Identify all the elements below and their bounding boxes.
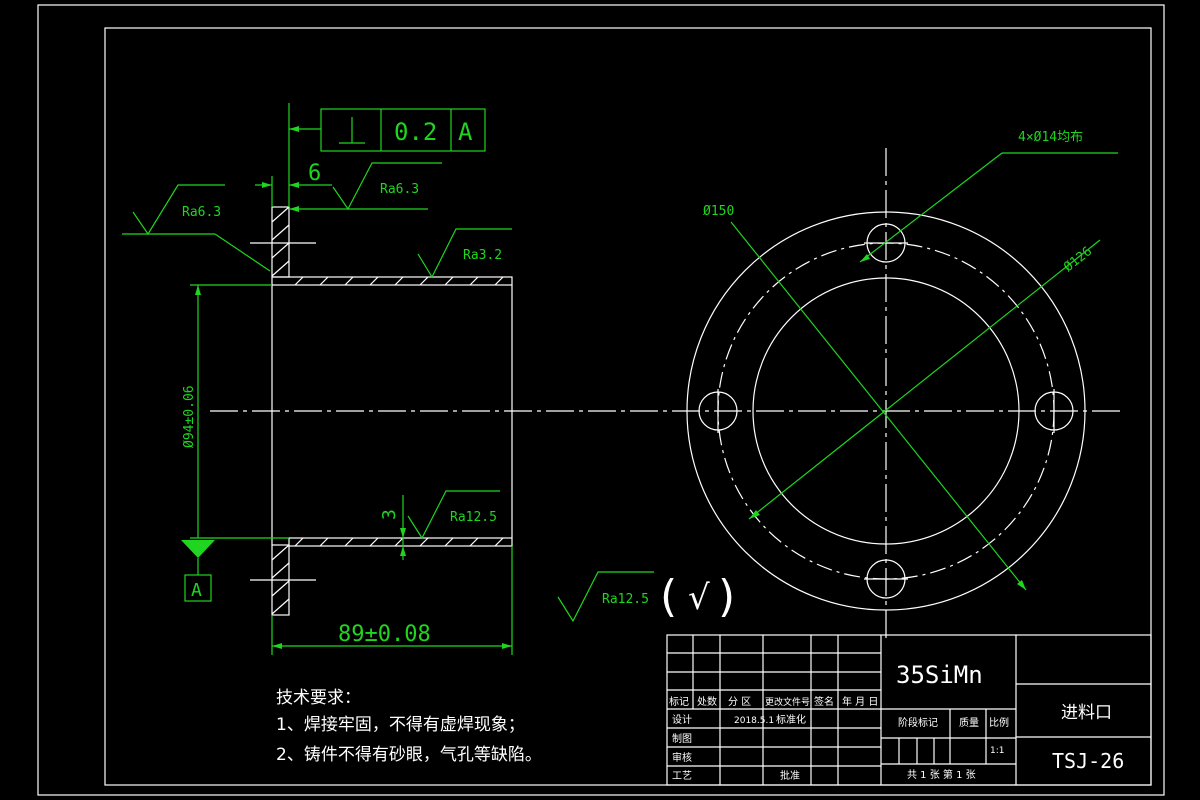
note-line-2: 2、铸件不得有砂眼，气孔等缺陷。 (276, 745, 542, 765)
section-dimensions: 0.2 A 6 Ra6.3 Ra6.3 Ra3.2 Ø94±0.06 A (122, 103, 513, 655)
ra-flange-top: Ra6.3 (380, 182, 419, 197)
svg-text:审核: 审核 (672, 751, 692, 764)
dim-wall-thickness: 3 (379, 509, 400, 520)
end-view-dimensions: 4×Ø14均布 Ø150 Ø126 (703, 130, 1118, 591)
flange-hatching (271, 206, 290, 615)
svg-text:2018.5.1: 2018.5.1 (734, 716, 774, 726)
roughness-symbol (407, 490, 500, 540)
drawing-number: TSJ-26 (1052, 749, 1124, 773)
flange-top (271, 206, 290, 278)
scale: 1:1 (990, 746, 1004, 756)
dim-length: 89±0.08 (338, 622, 431, 647)
inner-frame (104, 27, 1152, 786)
general-roughness: Ra12.5 ( √ ) (557, 571, 735, 623)
note-line-1: 1、焊接牢固，不得有虚焊现象； (276, 715, 525, 735)
dim-bolt-circle: Ø126 (1061, 244, 1095, 275)
section-view (210, 206, 1125, 616)
svg-text:批准: 批准 (780, 769, 800, 782)
svg-text:标准化: 标准化 (776, 713, 806, 726)
fcf-box (320, 108, 486, 152)
ra-tube-inner: Ra12.5 (450, 510, 497, 525)
svg-text:阶段标记: 阶段标记 (898, 716, 938, 729)
dim-holes: 4×Ø14均布 (1018, 130, 1083, 145)
datum-box (184, 574, 212, 602)
tube-wall-top (271, 276, 513, 286)
svg-text:分 区: 分 区 (728, 696, 751, 708)
svg-text:Ra12.5: Ra12.5 (602, 592, 649, 607)
svg-text:比例: 比例 (989, 716, 1009, 729)
end-view (686, 148, 1086, 640)
tube-wall-bottom (288, 537, 513, 547)
roughness-symbol (132, 184, 225, 236)
ra-tube-outer: Ra3.2 (463, 248, 502, 263)
roughness-symbol (332, 162, 442, 211)
title-block: 标记 处数 分 区 更改文件号 签名 年 月 日 设计 2018.5.1 标准化… (666, 634, 1152, 786)
roughness-symbol (557, 571, 654, 623)
svg-text:设计: 设计 (672, 713, 692, 726)
svg-text:标记: 标记 (669, 696, 689, 708)
ra-flange-left: Ra6.3 (182, 205, 221, 220)
svg-text:签名: 签名 (814, 695, 834, 708)
svg-text:): ) (718, 571, 735, 622)
svg-text:制图: 制图 (672, 732, 692, 745)
svg-text:处数: 处数 (697, 695, 717, 708)
svg-text:质量: 质量 (959, 717, 979, 729)
material: 35SiMn (896, 661, 983, 689)
svg-text:(: ( (660, 571, 677, 622)
roughness-symbol (417, 228, 512, 279)
fcf-datum: A (458, 118, 473, 146)
dim-bore-diameter: Ø94±0.06 (182, 385, 197, 448)
notes-title: 技术要求： (276, 688, 361, 708)
tube-hatching (294, 276, 504, 547)
fcf-tolerance: 0.2 (394, 118, 437, 146)
svg-text:共 1 张 第 1 张: 共 1 张 第 1 张 (907, 768, 976, 781)
svg-text:工艺: 工艺 (672, 770, 692, 782)
technical-notes: 技术要求： 1、焊接牢固，不得有虚焊现象； 2、铸件不得有砂眼，气孔等缺陷。 (276, 688, 542, 765)
dim-outer-diameter: Ø150 (703, 204, 734, 219)
datum-triangle (181, 540, 215, 558)
datum-a: A (191, 580, 202, 601)
part-name: 进料口 (1061, 703, 1112, 723)
svg-text:更改文件号: 更改文件号 (765, 696, 810, 708)
dim-flange-thickness: 6 (308, 161, 321, 186)
check-icon: √ (688, 578, 710, 618)
outer-frame (37, 4, 1165, 796)
svg-text:年 月 日: 年 月 日 (842, 695, 878, 708)
